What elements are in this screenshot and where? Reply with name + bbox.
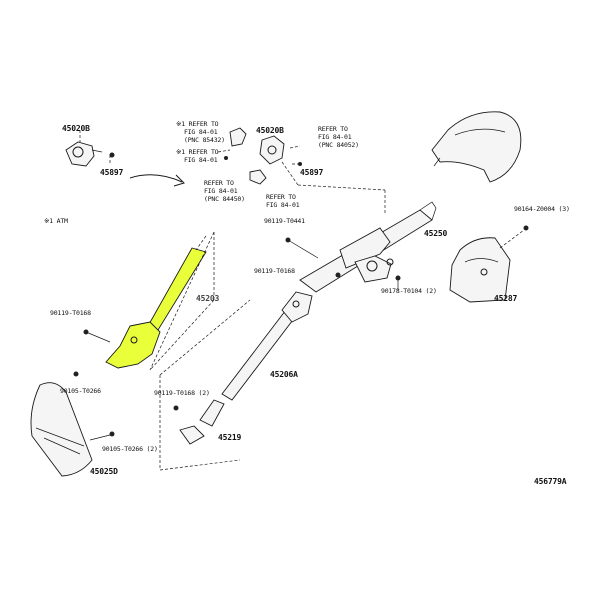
label-45020b-left: 45020B: [62, 124, 90, 133]
intermediate-shaft-highlight: [105, 231, 215, 371]
lower-shaft: [159, 291, 313, 471]
label-45287: 45287: [494, 294, 518, 303]
label-refer4-b: FIG 84-01: [204, 187, 238, 195]
label-refer3-c: (PNC 84052): [318, 141, 359, 149]
label-refer2-a: ※1 REFER TO: [176, 148, 219, 156]
label-90119-t0168-mid: 90119-T0168: [254, 267, 295, 275]
key-cylinder-left: [65, 130, 115, 167]
drawing-number: 456779A: [534, 477, 567, 486]
label-45897-left: 45897: [100, 168, 124, 177]
label-45020b-mid: 45020B: [256, 126, 284, 135]
column-cover-lower: [449, 225, 529, 303]
label-refer3-b: FIG 84-01: [318, 133, 352, 141]
label-45219: 45219: [218, 433, 242, 442]
label-refer4-a: REFER TO: [204, 179, 234, 187]
label-90178-t0104: 90178-T0104 (2): [381, 287, 437, 295]
label-45206a: 45206A: [270, 370, 298, 379]
label-refer5-a: REFER TO: [266, 193, 296, 201]
label-45025d: 45025D: [90, 467, 118, 476]
label-45897-mid: 45897: [300, 168, 324, 177]
label-refer1-a: ※1 REFER TO: [176, 120, 219, 128]
steering-cover-bottom: [30, 382, 115, 477]
label-45250: 45250: [424, 229, 448, 238]
label-90105-t0266: 90105-T0266: [60, 387, 101, 395]
label-45203: 45203: [196, 294, 220, 303]
label-refer2-b: FIG 84-01: [184, 156, 218, 164]
label-90105-t0266-2: 90105-T0266 (2): [102, 445, 158, 453]
bolt-left: [73, 329, 111, 377]
label-90119-t0441: 90119-T0441: [264, 217, 305, 225]
arrow: [129, 174, 185, 187]
label-90164-z0004: 90164-Z0004 (3): [514, 205, 570, 213]
switch-parts-top: [217, 127, 386, 215]
label-refer1-c: (PNC 85432): [184, 136, 225, 144]
label-atm-note: ※1 ATM: [44, 217, 68, 225]
steering-column-assy: [285, 201, 437, 293]
label-refer1-b: FIG 84-01: [184, 128, 218, 136]
label-90119-t0168-2: 90119-T0168 (2): [154, 389, 210, 397]
label-refer4-c: (PNC 84450): [204, 195, 245, 203]
label-refer5-b: FIG 84-01: [266, 201, 300, 209]
column-cover-upper: [431, 111, 522, 183]
label-refer3-a: REFER TO: [318, 125, 348, 133]
label-90119-t0168-left: 90119-T0168: [50, 309, 91, 317]
